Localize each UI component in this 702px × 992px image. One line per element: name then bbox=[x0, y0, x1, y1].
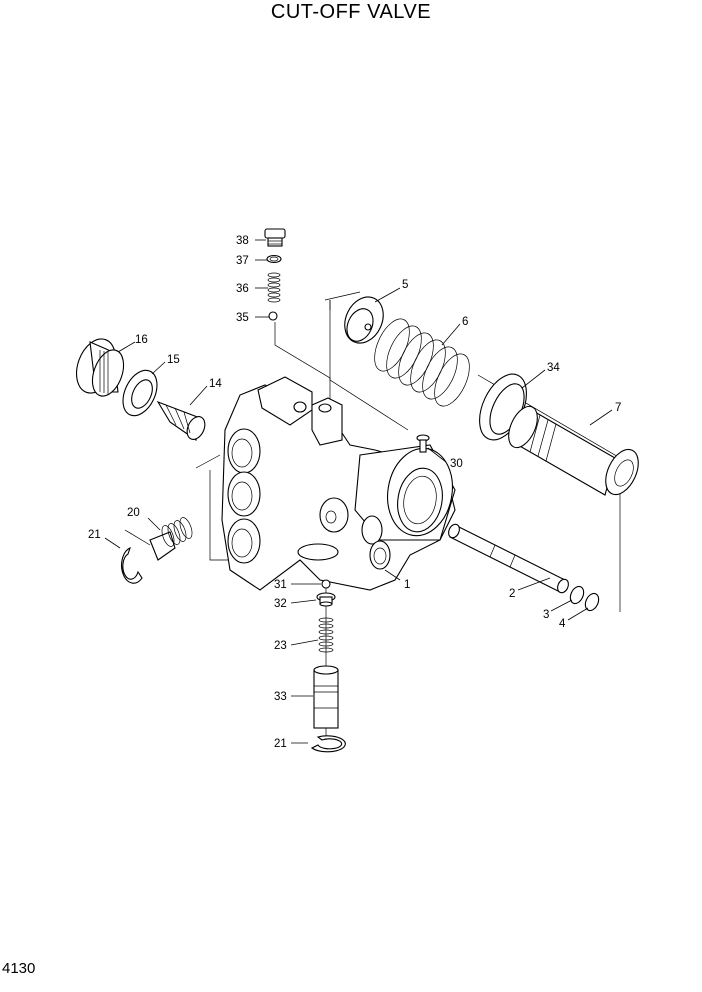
callout-37: 37 bbox=[236, 255, 249, 267]
part-30-screw bbox=[416, 434, 430, 453]
callout-3: 3 bbox=[543, 609, 549, 621]
callout-21-lower: 21 bbox=[274, 738, 287, 750]
diagram-title: CUT-OFF VALVE bbox=[270, 1, 432, 23]
callout-34: 34 bbox=[547, 362, 560, 374]
callout-32: 32 bbox=[274, 598, 287, 610]
callout-labels: 38 37 36 35 5 6 34 7 16 15 14 30 20 21 1… bbox=[88, 235, 621, 750]
part-21-snap-ring-b bbox=[310, 735, 346, 753]
part-15-washer bbox=[122, 369, 158, 417]
part-21-snap-ring-a bbox=[121, 546, 143, 584]
part-37-washer bbox=[266, 254, 282, 264]
part-31-ball bbox=[321, 579, 331, 589]
leader-lines bbox=[104, 239, 613, 744]
callout-38: 38 bbox=[236, 235, 249, 247]
callout-15: 15 bbox=[167, 354, 180, 366]
part-14-poppet bbox=[156, 400, 206, 441]
part-6-spring bbox=[374, 318, 470, 407]
callout-23: 23 bbox=[274, 640, 287, 652]
callout-30: 30 bbox=[450, 458, 463, 470]
part-32-seat bbox=[316, 592, 336, 607]
callout-5: 5 bbox=[402, 279, 408, 291]
part-20-spring bbox=[149, 517, 193, 561]
callout-31: 31 bbox=[274, 579, 287, 591]
callout-35: 35 bbox=[236, 312, 249, 324]
callout-1: 1 bbox=[404, 579, 410, 591]
callout-21-upper: 21 bbox=[88, 529, 101, 541]
part-3-o-ring bbox=[569, 585, 585, 605]
page-number: 4130 bbox=[2, 960, 36, 977]
callout-33: 33 bbox=[274, 691, 287, 703]
part-5-cap bbox=[344, 296, 384, 344]
part-4-ring bbox=[584, 592, 600, 612]
part-7-cylinder bbox=[508, 405, 639, 496]
part-36-spring bbox=[267, 272, 281, 303]
part-33-piston bbox=[313, 665, 339, 729]
callout-20: 20 bbox=[127, 507, 140, 519]
callout-6: 6 bbox=[462, 316, 468, 328]
part-38-plug bbox=[264, 228, 286, 247]
callout-36: 36 bbox=[236, 283, 249, 295]
part-16-plug bbox=[76, 338, 125, 397]
callout-2: 2 bbox=[509, 588, 515, 600]
callout-14: 14 bbox=[209, 378, 222, 390]
part-23-spring bbox=[318, 617, 334, 653]
callout-7: 7 bbox=[615, 402, 621, 414]
callout-4: 4 bbox=[559, 618, 566, 630]
part-1-body bbox=[221, 376, 456, 591]
callout-16: 16 bbox=[135, 334, 148, 346]
part-2-spool bbox=[448, 523, 569, 594]
part-35-ball bbox=[268, 311, 278, 321]
